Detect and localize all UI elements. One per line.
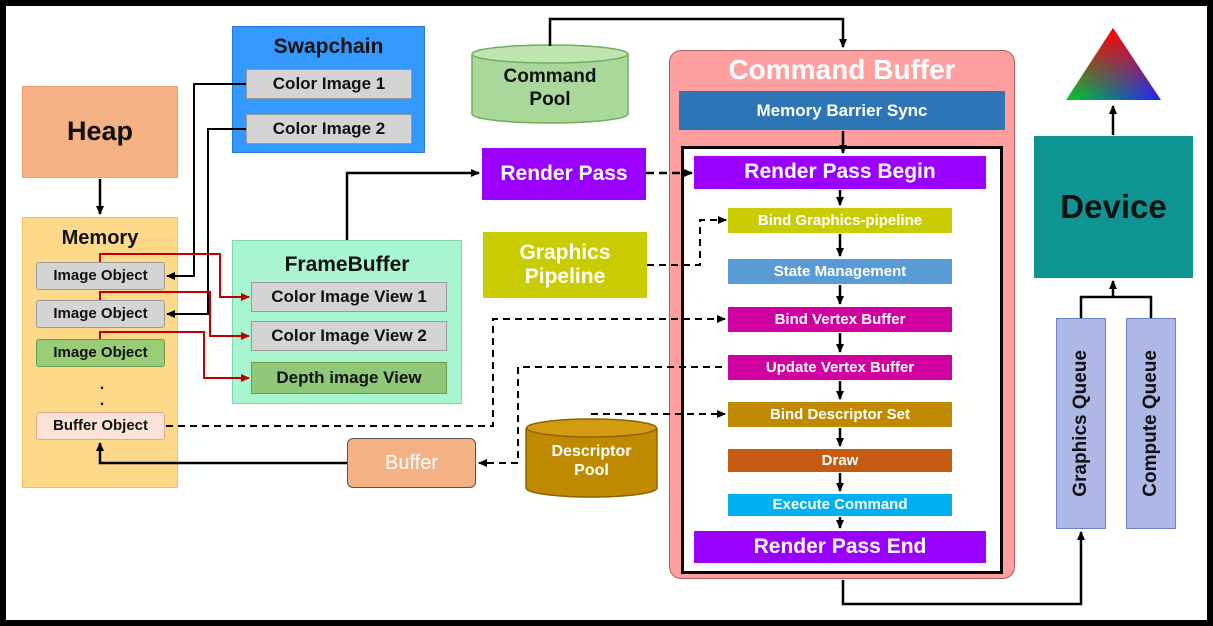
render-pass-begin-box: Render Pass Begin xyxy=(694,156,986,189)
graphics-queue-box: Graphics Queue xyxy=(1056,318,1106,529)
framebuffer-color-image-view-1: Color Image View 1 xyxy=(251,282,447,312)
memory-barrier-sync-box: Memory Barrier Sync xyxy=(679,91,1005,130)
command-pool-label: Command Pool xyxy=(503,66,597,110)
memory-title: Memory xyxy=(61,227,139,249)
swapchain-title: Swapchain xyxy=(273,35,384,58)
draw-box: Draw xyxy=(728,449,952,472)
framebuffer-title: FrameBuffer xyxy=(284,253,410,276)
heap-box: Heap xyxy=(22,86,178,178)
swapchain-color-image-1: Color Image 1 xyxy=(246,69,412,99)
memory-ellipsis-1: . xyxy=(99,376,105,393)
framebuffer-depth-image-view: Depth image View xyxy=(251,362,447,394)
render-pass-end-box: Render Pass End xyxy=(694,531,986,563)
command-buffer-title: Command Buffer xyxy=(728,54,956,85)
memory-buffer-object: Buffer Object xyxy=(36,412,165,440)
swapchain-color-image-2: Color Image 2 xyxy=(246,114,412,144)
bind-graphics-pipeline-box: Bind Graphics-pipeline xyxy=(728,208,952,233)
descriptor-pool-label: Descriptor Pool xyxy=(551,443,632,480)
memory-image-object-3: Image Object xyxy=(36,339,165,367)
memory-ellipsis-2: . xyxy=(99,392,105,409)
memory-image-object-1: Image Object xyxy=(36,262,165,290)
compute-queue-label: Compute Queue xyxy=(1140,350,1162,497)
bind-vertex-buffer-box: Bind Vertex Buffer xyxy=(728,307,952,332)
render-pass-box: Render Pass xyxy=(482,148,646,200)
compute-queue-box: Compute Queue xyxy=(1126,318,1176,529)
memory-image-object-2: Image Object xyxy=(36,300,165,328)
command-pool-cylinder: Command Pool xyxy=(471,44,629,124)
execute-command-box: Execute Command xyxy=(728,494,952,516)
buffer-box: Buffer xyxy=(347,438,476,488)
heap-label: Heap xyxy=(66,116,134,147)
bind-descriptor-set-box: Bind Descriptor Set xyxy=(728,402,952,427)
state-management-box: State Management xyxy=(728,259,952,284)
device-box: Device xyxy=(1034,136,1193,278)
graphics-queue-label: Graphics Queue xyxy=(1070,350,1092,497)
framebuffer-color-image-view-2: Color Image View 2 xyxy=(251,321,447,351)
descriptor-pool-cylinder: Descriptor Pool xyxy=(525,418,658,498)
update-vertex-buffer-box: Update Vertex Buffer xyxy=(728,355,952,380)
graphics-pipeline-box: Graphics Pipeline xyxy=(483,232,647,298)
